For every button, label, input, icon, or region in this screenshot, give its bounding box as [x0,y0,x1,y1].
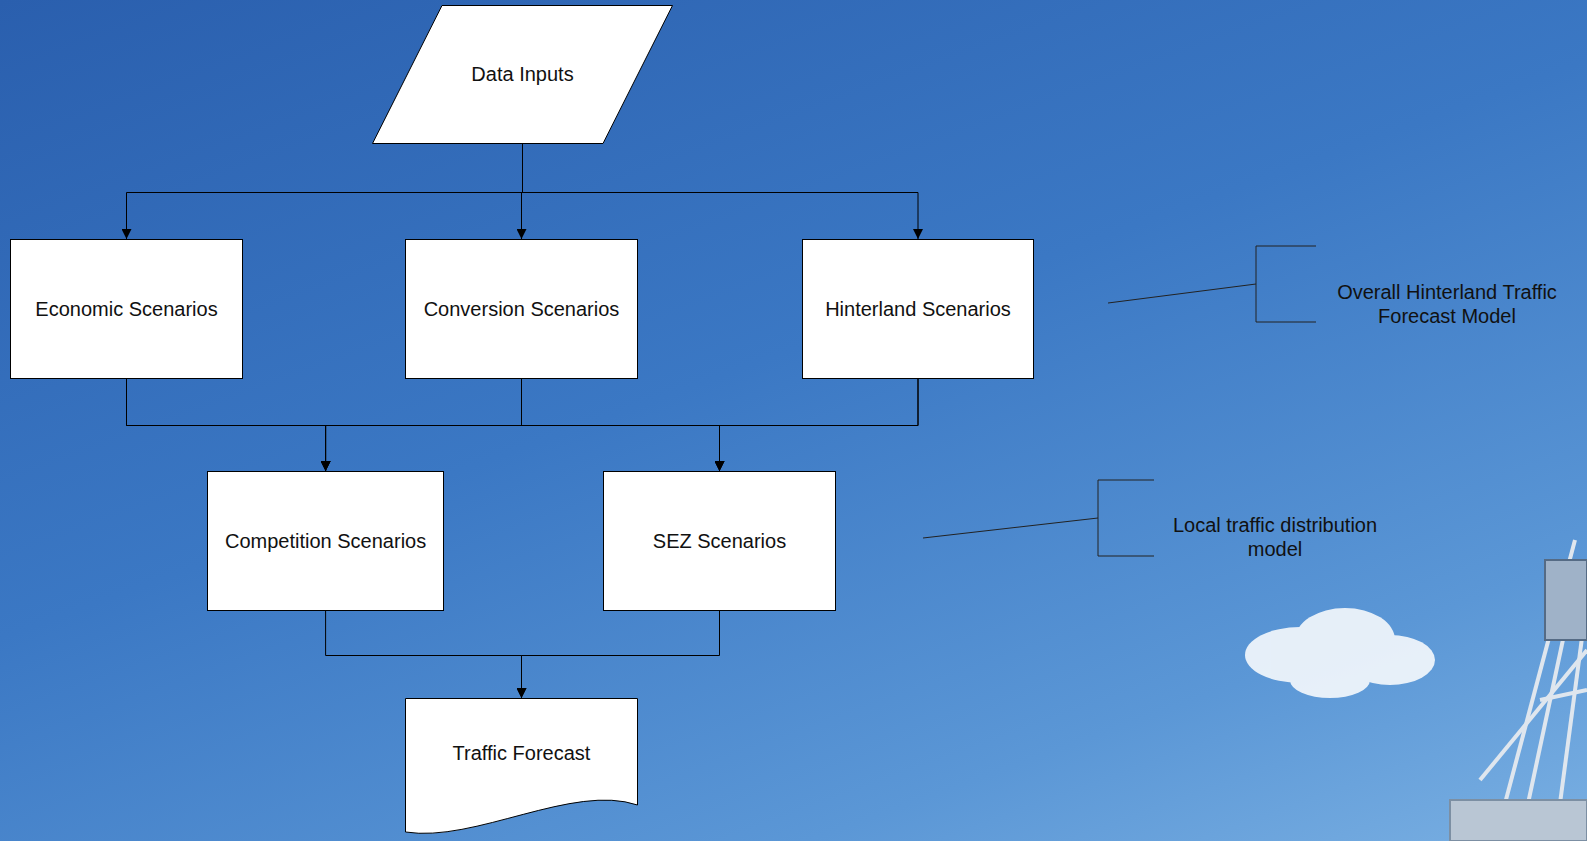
cloud [1245,608,1435,698]
process-box: Conversion Scenarios [405,239,638,379]
outline [373,6,673,144]
node-text: Traffic Forecast [439,741,605,766]
process-box: Economic Scenarios [10,239,243,379]
input-parallelogram: Data Inputs [372,5,673,144]
crane [1450,540,1587,841]
flow-connector [522,611,720,698]
document-outline [405,698,638,835]
node-text: Economic Scenarios [21,297,231,322]
flow-connector [523,144,919,239]
flow-connector [720,379,919,471]
flow-connector [326,379,918,471]
bracket-label: Overall Hinterland Traffic Forecast Mode… [1297,280,1587,328]
node-text: Hinterland Scenarios [811,297,1025,322]
process-box: SEZ Scenarios [603,471,836,611]
process-box: Hinterland Scenarios [802,239,1034,379]
flow-connector [127,144,523,239]
bracket-label: Local traffic distribution model [1170,513,1380,561]
node-text: Data Inputs [457,62,587,87]
flow-connector [326,611,522,698]
document-shape: Traffic Forecast [405,698,638,835]
node-text: SEZ Scenarios [639,529,800,554]
process-box: Competition Scenarios [207,471,444,611]
node-text: Competition Scenarios [211,529,440,554]
node-text: Conversion Scenarios [410,297,634,322]
outline [406,699,638,834]
